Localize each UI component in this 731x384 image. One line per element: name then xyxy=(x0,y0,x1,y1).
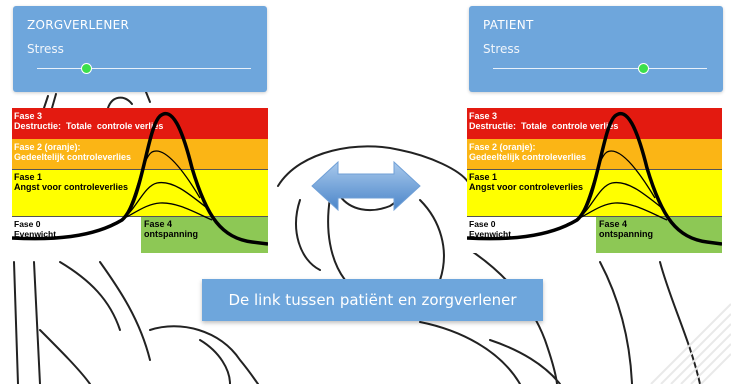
fase-3-label: Fase 3 Destructie: Totale controle verli… xyxy=(14,111,164,131)
fase-2-band xyxy=(12,139,268,169)
fase-0-label: Fase 0 Evenwicht xyxy=(14,219,57,239)
curve-fase-2 xyxy=(123,150,201,219)
fase-0-label: Fase 0 Evenwicht xyxy=(469,219,512,239)
fase-1-label: Fase 1 Angst voor controleverlies xyxy=(469,172,584,192)
curve-fase-1 xyxy=(576,181,663,221)
stress-label: Stress xyxy=(483,42,520,56)
fase-4-label: Fase 4 ontspanning xyxy=(599,219,653,239)
fase-3-band xyxy=(467,108,722,139)
stress-label: Stress xyxy=(27,42,64,56)
fase-3-band xyxy=(12,108,268,139)
fase-4-label: Fase 4 ontspanning xyxy=(144,219,198,239)
stress-slider-thumb[interactable] xyxy=(637,63,649,74)
curve-fase-1b xyxy=(111,202,213,225)
stress-slider-track[interactable] xyxy=(37,68,251,69)
curve-fase-2 xyxy=(578,150,656,219)
corner-stripes-decoration xyxy=(650,303,731,384)
curve-fase-3 xyxy=(467,111,722,246)
stress-slider-thumb[interactable] xyxy=(81,63,93,74)
patient-fase-chart: Fase 3 Destructie: Totale controle verli… xyxy=(467,108,722,253)
stress-curves xyxy=(467,111,722,246)
fase-4-band xyxy=(596,216,722,253)
stress-curves xyxy=(12,111,268,246)
fase-1-label: Fase 1 Angst voor controleverlies xyxy=(14,172,129,192)
patient-stress-panel: PATIENT Stress xyxy=(469,6,723,92)
link-banner: De link tussen patiënt en zorgverlener xyxy=(202,279,543,321)
fase-3-label: Fase 3 Destructie: Totale controle verli… xyxy=(469,111,619,131)
link-banner-text: De link tussen patiënt en zorgverlener xyxy=(228,291,517,309)
double-arrow-icon xyxy=(311,160,421,212)
panel-title: PATIENT xyxy=(483,18,534,32)
curve-fase-1b xyxy=(566,202,668,225)
zorgverlener-fase-chart: Fase 3 Destructie: Totale controle verli… xyxy=(12,108,268,253)
stress-slider-track[interactable] xyxy=(493,68,707,69)
zorgverlener-stress-panel: ZORGVERLENER Stress xyxy=(13,6,267,92)
curve-fase-3 xyxy=(12,111,268,246)
fase-2-label: Fase 2 (oranje): Gedeeltelijk controleve… xyxy=(14,142,132,162)
fase-2-band xyxy=(467,139,722,169)
curve-fase-1 xyxy=(121,181,208,221)
panel-title: ZORGVERLENER xyxy=(27,18,130,32)
fase-2-label: Fase 2 (oranje): Gedeeltelijk controleve… xyxy=(469,142,587,162)
